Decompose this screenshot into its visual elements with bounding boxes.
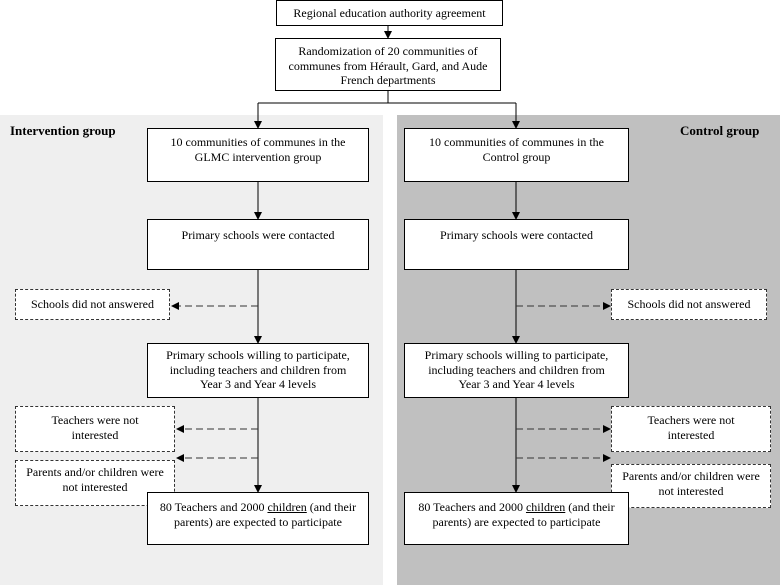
control-parents-box: Parents and/or children were not interes… <box>611 464 771 508</box>
control-willing-line-1: Primary schools willing to participate, <box>424 348 609 362</box>
intervention-teachers-box: Teachers were not interested <box>15 406 175 452</box>
randomization-line-3: French departments <box>340 73 436 87</box>
control-expected-pre: 80 Teachers and 2000 <box>418 500 526 514</box>
intervention-parents-line-2: not interested <box>62 479 128 494</box>
control-expected-post: (and their <box>565 500 615 514</box>
intervention-communities-line-1: 10 communities of communes in the <box>170 135 346 149</box>
control-willing-line-3: Year 3 and Year 4 levels <box>458 377 575 391</box>
control-group-label: Control group <box>680 123 760 138</box>
agreement-box: Regional education authority agreement <box>276 0 503 26</box>
randomization-line-2: communes from Hérault, Gard, and Aude <box>288 58 488 73</box>
control-expected-children: children <box>525 500 566 514</box>
intervention-communities-line-2: GLMC intervention group <box>194 149 322 164</box>
intervention-willing-line-3: Year 3 and Year 4 levels <box>199 377 317 391</box>
control-contacted-text: Primary schools were contacted <box>440 228 593 242</box>
control-contacted-box: Primary schools were contacted <box>404 219 629 270</box>
control-expected-line-2: parents) are expected to participate <box>432 514 601 529</box>
intervention-no-answer-text: Schools did not answered <box>31 297 154 311</box>
intervention-expected-post: (and their <box>306 500 357 514</box>
control-willing-line-2: including teachers and children from <box>428 362 605 377</box>
agreement-text: Regional education authority agreement <box>293 6 486 20</box>
randomization-line-1: Randomization of 20 communities of <box>298 44 478 58</box>
intervention-willing-line-1: Primary schools willing to participate, <box>166 348 350 362</box>
intervention-teachers-line-2: interested <box>71 427 119 442</box>
control-expected-line-1: 80 Teachers and 2000 children (and their <box>411 500 622 515</box>
intervention-communities-box: 10 communities of communes in the GLMC i… <box>147 128 369 182</box>
intervention-contacted-box: Primary schools were contacted <box>147 219 369 270</box>
control-no-answer-text: Schools did not answered <box>627 297 751 311</box>
randomization-box: Randomization of 20 communities of commu… <box>275 38 501 91</box>
intervention-willing-box: Primary schools willing to participate, … <box>147 343 369 398</box>
control-communities-line-1: 10 communities of communes in the <box>429 135 604 149</box>
intervention-expected-line-2: parents) are expected to participate <box>174 514 342 529</box>
intervention-parents-line-1: Parents and/or children were <box>26 465 164 479</box>
control-willing-box: Primary schools willing to participate, … <box>404 343 629 398</box>
control-parents-line-1: Parents and/or children were <box>622 469 760 483</box>
control-teachers-line-1: Teachers were not <box>647 413 735 427</box>
intervention-expected-pre: 80 Teachers and 2000 <box>159 500 268 514</box>
intervention-expected-children: children <box>267 500 307 514</box>
control-communities-box: 10 communities of communes in the Contro… <box>404 128 629 182</box>
intervention-group-label: Intervention group <box>10 123 116 138</box>
control-teachers-box: Teachers were not interested <box>611 406 771 452</box>
control-communities-line-2: Control group <box>482 149 551 164</box>
control-expected-box: 80 Teachers and 2000 children (and their… <box>404 492 629 545</box>
intervention-no-answer-box: Schools did not answered <box>15 289 170 320</box>
intervention-willing-line-2: including teachers and children from <box>169 362 347 377</box>
intervention-expected-box: 80 Teachers and 2000 children (and their… <box>147 492 369 545</box>
intervention-contacted-text: Primary schools were contacted <box>181 228 335 242</box>
control-no-answer-box: Schools did not answered <box>611 289 767 320</box>
control-parents-line-2: not interested <box>658 483 724 498</box>
control-teachers-line-2: interested <box>667 427 715 442</box>
intervention-expected-line-1: 80 Teachers and 2000 children (and their <box>154 500 362 515</box>
intervention-teachers-line-1: Teachers were not <box>51 413 139 427</box>
